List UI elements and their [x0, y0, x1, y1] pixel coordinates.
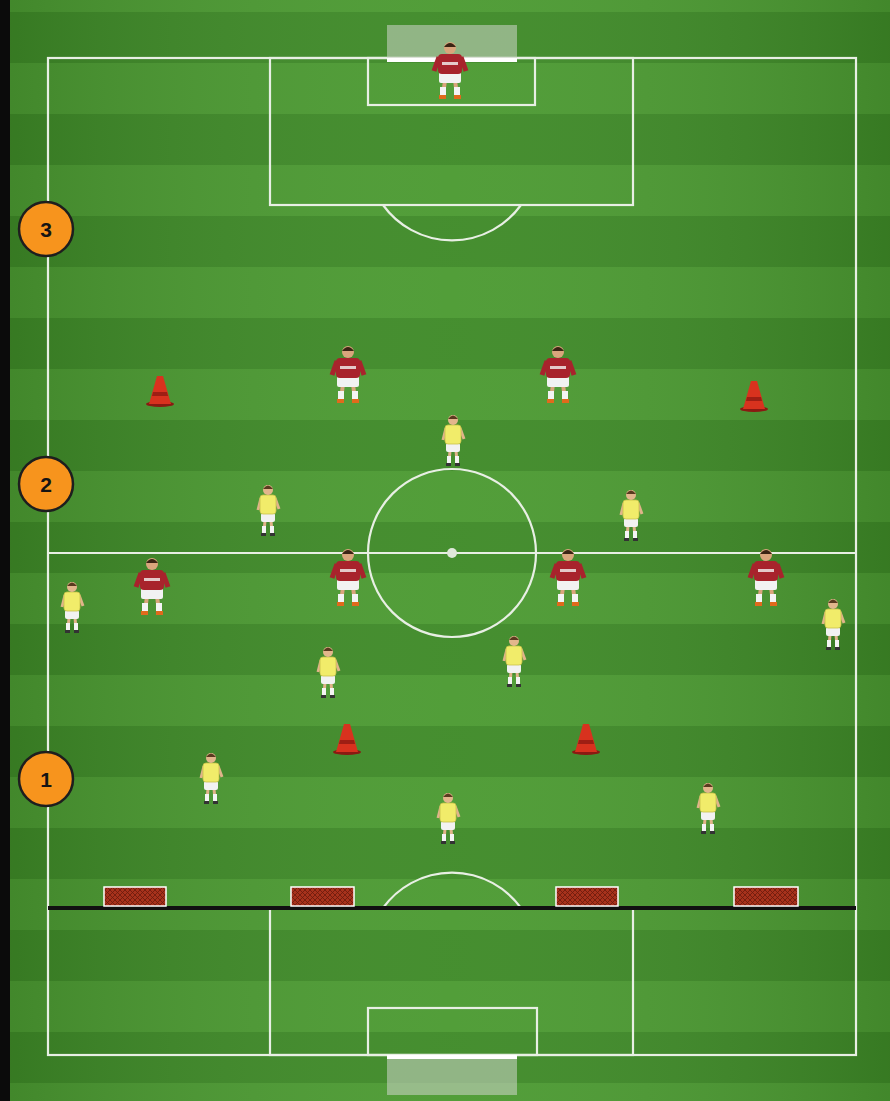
- mini-goal: [104, 887, 166, 906]
- red-player: [332, 549, 364, 606]
- pitch-lines: [48, 58, 856, 1055]
- penalty-arc: [383, 873, 521, 908]
- yellow-player: [62, 582, 83, 633]
- red-player: [136, 558, 168, 615]
- callout-number: 2: [40, 474, 52, 495]
- yellow-player: [504, 636, 525, 687]
- goalkeeper: [434, 42, 466, 99]
- cone: [572, 724, 600, 755]
- goal-net: [387, 1057, 517, 1095]
- mini-goal: [291, 887, 354, 906]
- mini-goal: [734, 887, 798, 906]
- cone-band: [578, 740, 594, 744]
- mini-goals: [104, 887, 798, 906]
- mini-goal: [556, 887, 618, 906]
- touchline: [48, 58, 856, 1055]
- yellow-player: [443, 415, 464, 466]
- penalty-area: [270, 908, 633, 1055]
- cone: [146, 376, 174, 407]
- centre-circle: [368, 469, 536, 637]
- cone-body: [743, 381, 765, 409]
- callout-marker: 1: [17, 750, 75, 808]
- callout-circle-shape: [19, 202, 73, 256]
- callout-number: 3: [40, 219, 52, 240]
- cone-band: [152, 392, 168, 396]
- yellow-player: [621, 490, 642, 541]
- cone: [740, 381, 768, 412]
- red-team: [136, 42, 782, 615]
- callout-marker: 2: [17, 455, 75, 513]
- cone-band: [339, 740, 355, 744]
- cone-body: [575, 724, 597, 752]
- grass-shade: [10, 0, 890, 1101]
- goal-bar: [387, 1055, 517, 1059]
- red-player: [542, 346, 574, 403]
- penalty-arc: [383, 205, 521, 240]
- grass: [10, 0, 890, 1101]
- callout-circle-shape: [19, 752, 73, 806]
- yellow-player: [698, 783, 719, 834]
- callout-circle-shape: [19, 457, 73, 511]
- cone-body: [336, 724, 358, 752]
- centre-spot: [447, 548, 457, 558]
- goal-area: [368, 1008, 537, 1055]
- cone: [333, 724, 361, 755]
- cone-band: [746, 397, 762, 401]
- callout-marker: 3: [17, 200, 75, 258]
- yellow-team: [62, 415, 844, 844]
- callout-number: 1: [40, 769, 52, 790]
- yellow-player: [438, 793, 459, 844]
- cone-body: [149, 376, 171, 404]
- red-player: [332, 346, 364, 403]
- red-player: [552, 549, 584, 606]
- yellow-player: [823, 599, 844, 650]
- yellow-player: [258, 485, 279, 536]
- yellow-player: [201, 753, 222, 804]
- cones: [146, 376, 768, 755]
- yellow-player: [318, 647, 339, 698]
- red-player: [750, 549, 782, 606]
